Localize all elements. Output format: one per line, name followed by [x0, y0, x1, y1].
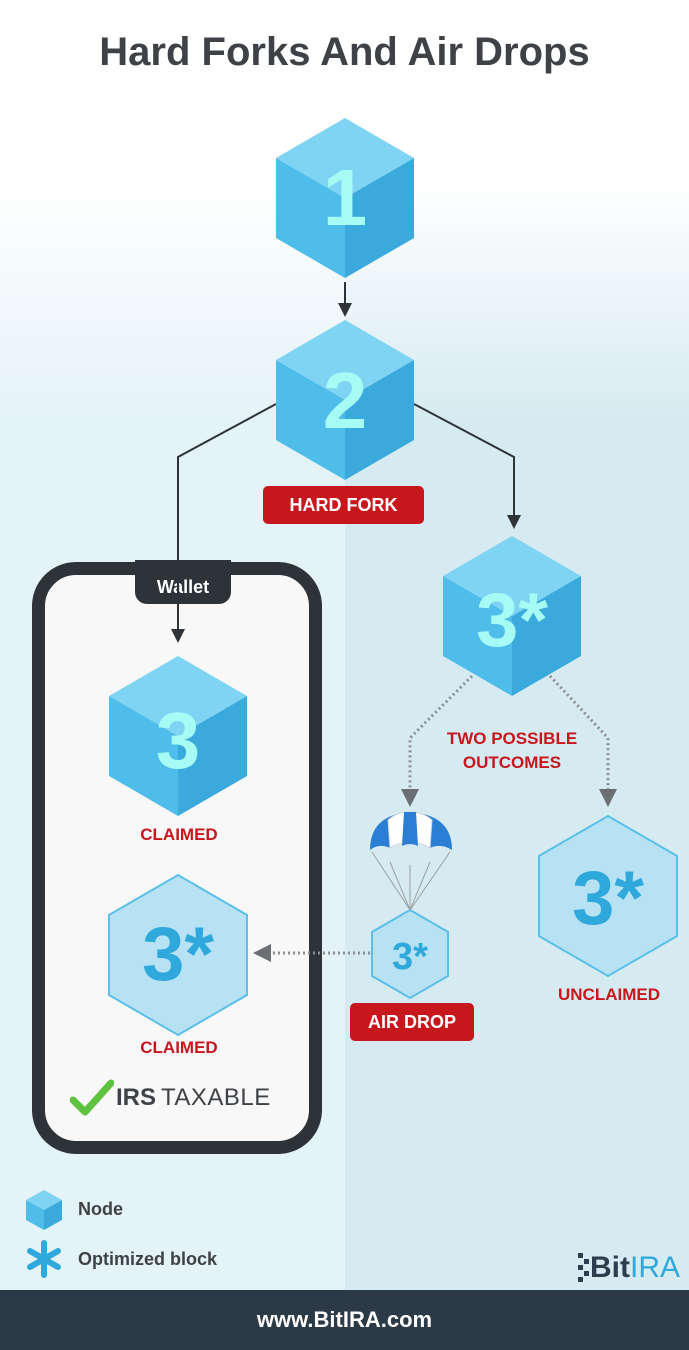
node-3-claimed: 3 [109, 656, 247, 816]
air-drop-badge: AIR DROP [350, 1003, 474, 1041]
footer-url[interactable]: www.BitIRA.com [256, 1307, 433, 1332]
legend-node-label: Node [78, 1199, 123, 1219]
node-1: 1 [276, 118, 414, 278]
irs-taxable: IRS TAXABLE [70, 1078, 271, 1118]
outcomes-line: OUTCOMES [462, 753, 562, 772]
node-3star-claimed-label: 3* [142, 912, 214, 997]
node-3star-unclaimed-label: 3* [572, 856, 644, 941]
wallet-label: Wallet [135, 560, 231, 604]
node-3star-fork-label: 3* [476, 578, 548, 663]
logo-ira: IRA [630, 1251, 681, 1284]
two-possible-outcomes-label: TWO POSSIBLE OUTCOMES [420, 727, 604, 775]
legend-node: Node [78, 1199, 123, 1220]
unclaimed-label: UNCLAIMED [558, 985, 660, 1004]
connector-2-to-claimed [171, 403, 277, 643]
node-1-label: 1 [323, 153, 368, 242]
bitira-logo-mark [578, 1253, 589, 1282]
footer: www.BitIRA.com [0, 1290, 689, 1350]
page-title: Hard Forks And Air Drops [99, 30, 590, 74]
claimed-label-1: CLAIMED [140, 825, 218, 844]
legend-optimized-label: Optimized block [78, 1249, 218, 1269]
node-2: 2 [276, 320, 414, 480]
node-3star-airdrop: 3* [371, 908, 449, 1000]
connector-2-to-fork [413, 403, 521, 529]
two-possible-line: TWO POSSIBLE [446, 729, 578, 748]
logo-bit: Bit [590, 1251, 630, 1284]
node-3star-airdrop-label: 3* [392, 936, 428, 978]
checkmark-icon [70, 1079, 114, 1116]
fork-diagram: 1 2 3* 3 3* 3* 3* [26, 118, 678, 1282]
node-3star-fork: 3* [443, 536, 581, 696]
taxable-label: TAXABLE [161, 1084, 271, 1111]
claimed-label-2: CLAIMED [140, 1038, 218, 1057]
node-3star-claimed: 3* [108, 873, 248, 1037]
node-3-claimed-label: 3 [156, 696, 201, 785]
node-2-label: 2 [323, 356, 368, 445]
irs-label: IRS [116, 1084, 157, 1111]
node-3star-unclaimed: 3* [538, 814, 678, 978]
parachute-icon [370, 811, 452, 911]
legend-asterisk-icon [27, 1240, 61, 1278]
legend-cube-icon [26, 1190, 62, 1230]
legend-optimized-block: Optimized block [78, 1249, 217, 1270]
hard-fork-badge: HARD FORK [263, 486, 424, 524]
